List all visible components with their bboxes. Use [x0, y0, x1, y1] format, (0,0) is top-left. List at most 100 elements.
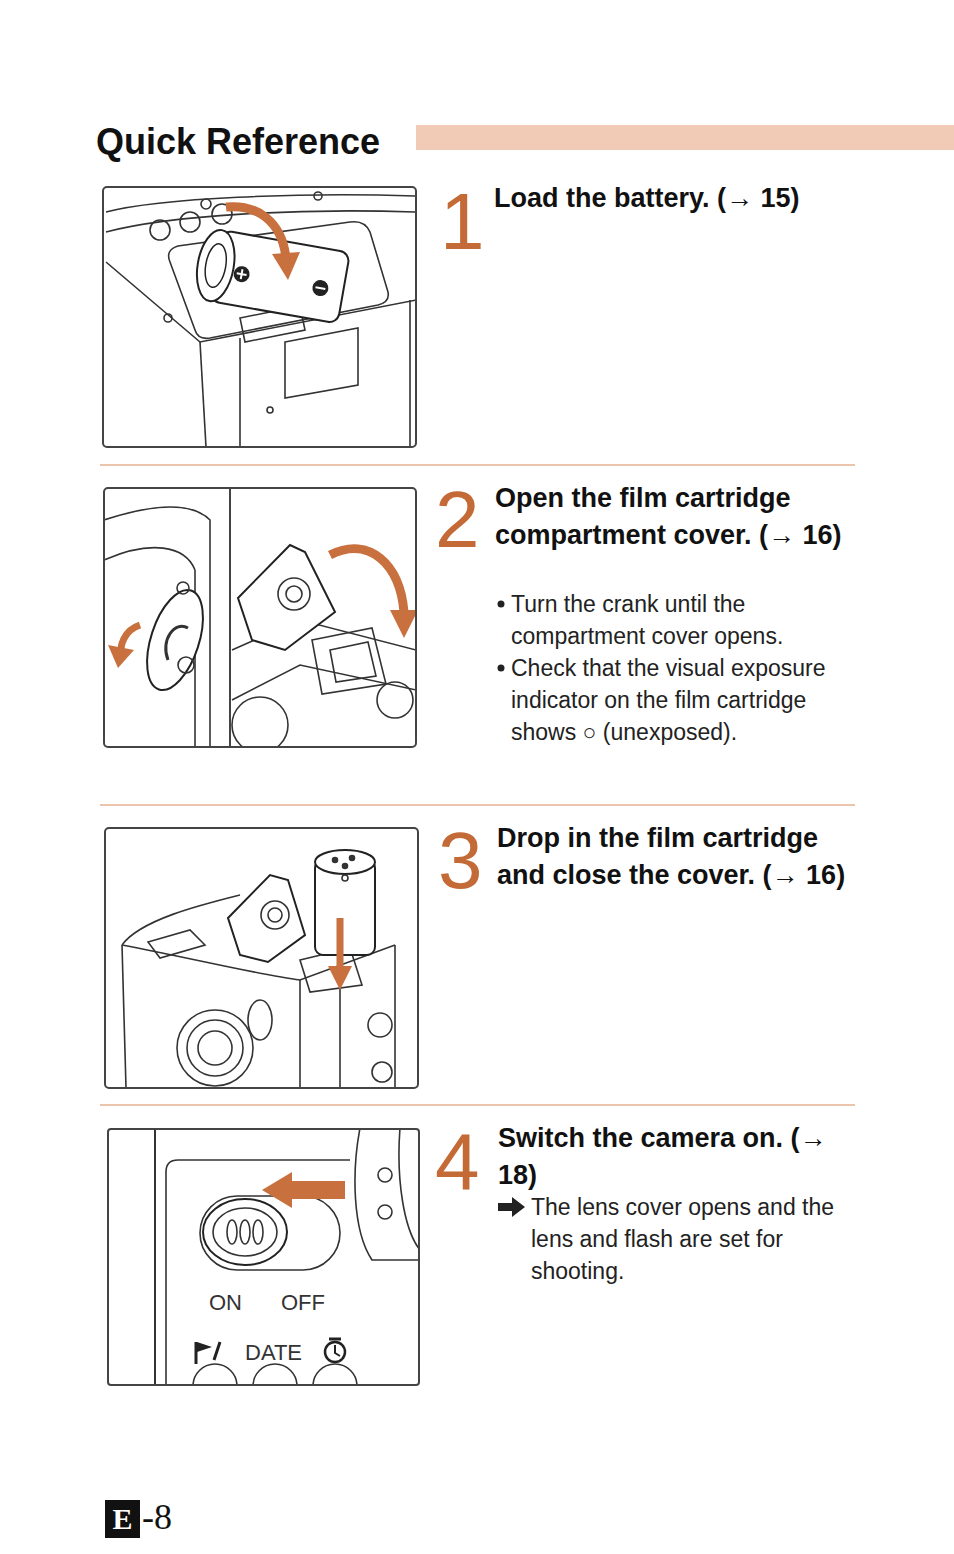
drawing-rect: [109, 1130, 418, 1384]
drawing-path: [337, 918, 344, 970]
drawing-circle: [267, 407, 273, 413]
drawing-circle: [177, 1010, 253, 1086]
drawing-circle: [278, 578, 310, 610]
drawing-rect: [106, 829, 417, 1087]
bullet-note: Turn the crank until the compartment cov…: [511, 588, 841, 652]
drawing-ellipse: [315, 850, 375, 874]
illustration-frame: [104, 488, 416, 747]
drawing-circle: [178, 657, 194, 673]
drawing-path: [330, 549, 404, 612]
switch-panel: ONOFFDATE: [107, 1128, 420, 1386]
step-heading: Drop in the film cartridge and close the…: [497, 820, 857, 894]
drawing-circle: [232, 265, 251, 284]
drawing-circle: [177, 582, 189, 594]
language-badge: E: [105, 1500, 140, 1538]
bullet: [498, 665, 505, 672]
step-number: 3: [438, 821, 483, 901]
step-heading: Switch the camera on. (→ 18): [498, 1120, 843, 1194]
drawing-circle: [180, 212, 200, 232]
bullet-note: Check that the visual exposure indicator…: [511, 652, 841, 748]
drawing-ellipse: [192, 227, 240, 304]
result-note: The lens cover opens and the lens and fl…: [531, 1191, 851, 1287]
drawing-circle: [342, 875, 348, 881]
drawing-path: [122, 895, 240, 945]
drawing-path: [290, 1181, 345, 1199]
drawing-path: [154, 1130, 156, 1384]
drawing-circle: [350, 856, 355, 861]
illustration-frame: [105, 828, 418, 1088]
page-title: Quick Reference: [96, 120, 380, 164]
step-number: 1: [440, 182, 485, 262]
switch-label: OFF: [281, 1290, 325, 1316]
drawing-path: [239, 338, 241, 446]
drawing-ellipse: [203, 1199, 287, 1265]
drawing-path: [355, 1130, 418, 1260]
drawing-circle: [201, 199, 211, 209]
drawing-circle: [377, 682, 413, 718]
drawing-ellipse: [202, 242, 229, 289]
drawing-rect: [315, 860, 375, 955]
step-heading: Open the film cartridge compartment cove…: [495, 480, 855, 554]
drawing-circle: [372, 1062, 392, 1082]
drawing-ellipse: [248, 1000, 272, 1040]
switch-illustration: [109, 1130, 418, 1384]
drawing-path: [399, 1130, 418, 1250]
drawing-path: [108, 645, 134, 668]
drawing-path: [122, 945, 126, 1087]
drawing-ellipse: [213, 1208, 277, 1256]
drawing-path: [330, 642, 376, 682]
cartridge-illustration: [106, 829, 417, 1087]
drawing-path: [315, 287, 325, 289]
drawing-rect: [104, 188, 415, 446]
drawing-path: [166, 626, 188, 660]
drawing-path: [394, 945, 396, 1087]
drawing-path: [272, 252, 300, 280]
page-number: -8: [142, 1497, 172, 1537]
button-label: DATE: [245, 1340, 302, 1366]
drawing-path: [313, 1364, 357, 1384]
drawing-path: [229, 489, 231, 746]
drawing-ellipse: [136, 583, 214, 697]
crank-illustration: [105, 489, 415, 746]
drawing-path: [214, 1342, 220, 1360]
drawing-rect: [105, 489, 415, 746]
divider: [100, 804, 855, 806]
header-band: [416, 125, 954, 150]
drawing-circle: [333, 858, 338, 863]
result-arrow: [498, 1197, 525, 1217]
drawing-path: [329, 1338, 341, 1341]
drawing-path: [200, 342, 206, 446]
drawing-circle: [368, 1013, 392, 1037]
drawing-path: [105, 548, 195, 570]
drawing-path: [232, 665, 415, 700]
drawing-circle: [286, 586, 302, 602]
drawing-path: [390, 610, 415, 638]
drawing-circle: [314, 192, 322, 200]
drawing-circle: [232, 697, 288, 746]
drawing-circle: [325, 1342, 345, 1362]
drawing-path: [148, 930, 205, 958]
drawing-path: [299, 980, 301, 1087]
drawing-circle: [343, 864, 348, 869]
drawing-circle: [187, 1020, 243, 1076]
drawing-path: [312, 628, 386, 694]
drawing-rect: [200, 1196, 340, 1270]
divider: [100, 464, 855, 466]
divider: [100, 1104, 855, 1106]
bullet: [498, 601, 505, 608]
drawing-path: [228, 875, 305, 962]
language-letter: E: [112, 1503, 132, 1535]
step-number: 2: [435, 480, 480, 560]
drawing-path: [238, 545, 335, 650]
drawing-path: [328, 966, 352, 990]
drawing-path: [339, 985, 341, 1087]
drawing-circle: [261, 901, 289, 929]
drawing-path: [166, 1160, 350, 1384]
drawing-path: [226, 207, 286, 258]
drawing-g: [192, 227, 350, 324]
drawing-circle: [311, 279, 330, 298]
step-heading: Load the battery. (→ 15): [494, 180, 904, 217]
illustration-frame: [103, 187, 416, 447]
drawing-circle: [378, 1205, 392, 1219]
